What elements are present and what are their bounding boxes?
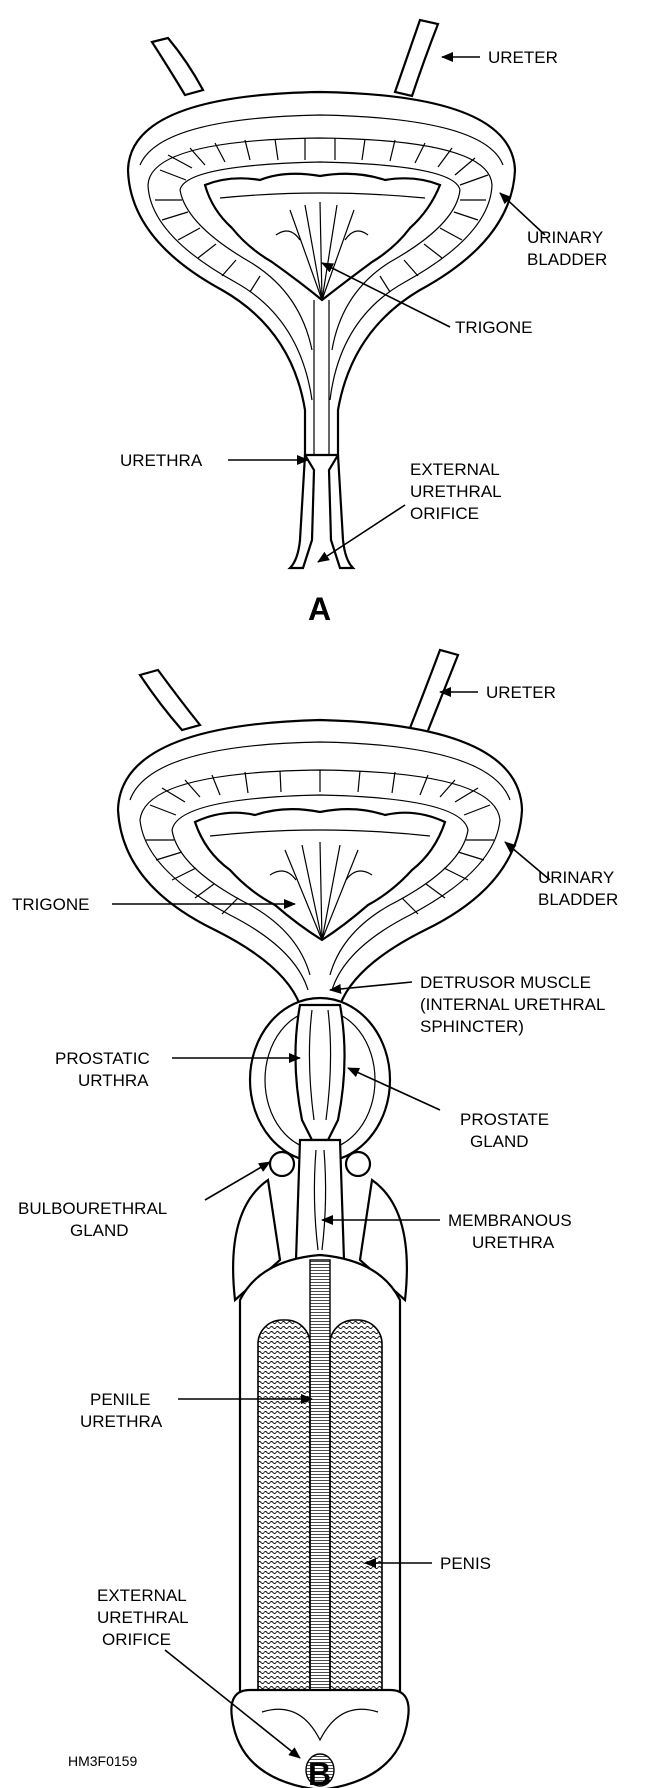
panel-a-left-ureter xyxy=(152,38,203,95)
label-a-urethra: URETHRA xyxy=(120,451,203,470)
panel-a-urethra-right xyxy=(329,455,353,568)
panel-b-membranous-urethra xyxy=(296,1140,344,1260)
panel-b-corpus-cavernosum-right xyxy=(330,1320,382,1720)
label-b-external-orifice-3: ORIFICE xyxy=(102,1630,171,1649)
panel-b-penile-urethra xyxy=(310,1260,330,1730)
label-a-external-orifice-1: EXTERNAL xyxy=(410,460,500,479)
panel-a-letter: A xyxy=(308,591,331,627)
label-a-urinary-bladder-2: BLADDER xyxy=(527,250,607,269)
label-b-urinary-bladder-1: URINARY xyxy=(538,868,614,887)
label-b-detrusor-2: (INTERNAL URETHRAL xyxy=(420,995,605,1014)
panel-b-prostatic-urethra xyxy=(295,1005,344,1140)
panel-b-letter: B xyxy=(308,1756,331,1788)
label-b-external-orifice-1: EXTERNAL xyxy=(97,1586,187,1605)
label-b-urinary-bladder-2: BLADDER xyxy=(538,890,618,909)
label-a-external-orifice-2: URETHRAL xyxy=(410,482,502,501)
label-a-ureter: URETER xyxy=(488,48,558,67)
label-b-prostatic-urethra-1: PROSTATIC xyxy=(55,1049,150,1068)
label-b-detrusor-3: SPHINCTER) xyxy=(420,1017,524,1036)
panel-b-left-ureter xyxy=(140,670,200,730)
label-b-prostate-gland-1: PROSTATE xyxy=(460,1110,549,1129)
label-b-external-orifice-2: URETHRAL xyxy=(97,1608,189,1627)
label-b-penile-urethra-1: PENILE xyxy=(90,1390,150,1409)
panel-b-corpus-cavernosum-left xyxy=(258,1320,310,1720)
label-a-urinary-bladder-1: URINARY xyxy=(527,228,603,247)
panel-a-right-ureter xyxy=(395,20,438,96)
label-b-membranous-2: URETHRA xyxy=(472,1233,555,1252)
label-b-membranous-1: MEMBRANOUS xyxy=(448,1211,572,1230)
label-a-trigone: TRIGONE xyxy=(455,318,532,337)
label-b-prostate-gland-2: GLAND xyxy=(470,1132,529,1151)
panel-b-bulbourethral-right xyxy=(346,1152,370,1176)
label-a-external-orifice-3: ORIFICE xyxy=(410,504,479,523)
label-b-prostatic-urethra-2: URTHRA xyxy=(78,1071,149,1090)
label-b-penis: PENIS xyxy=(440,1554,491,1573)
label-b-detrusor-1: DETRUSOR MUSCLE xyxy=(420,973,591,992)
label-b-ureter: URETER xyxy=(486,683,556,702)
panel-b-bulbourethral-left xyxy=(270,1152,294,1176)
label-b-bulbourethral-1: BULBOURETHRAL xyxy=(18,1199,167,1218)
label-b-trigone: TRIGONE xyxy=(12,895,89,914)
label-b-penile-urethra-2: URETHRA xyxy=(80,1412,163,1431)
label-b-bulbourethral-2: GLAND xyxy=(70,1221,129,1240)
figure-code: HM3F0159 xyxy=(68,1753,137,1769)
panel-a-urethra-left xyxy=(290,455,314,568)
